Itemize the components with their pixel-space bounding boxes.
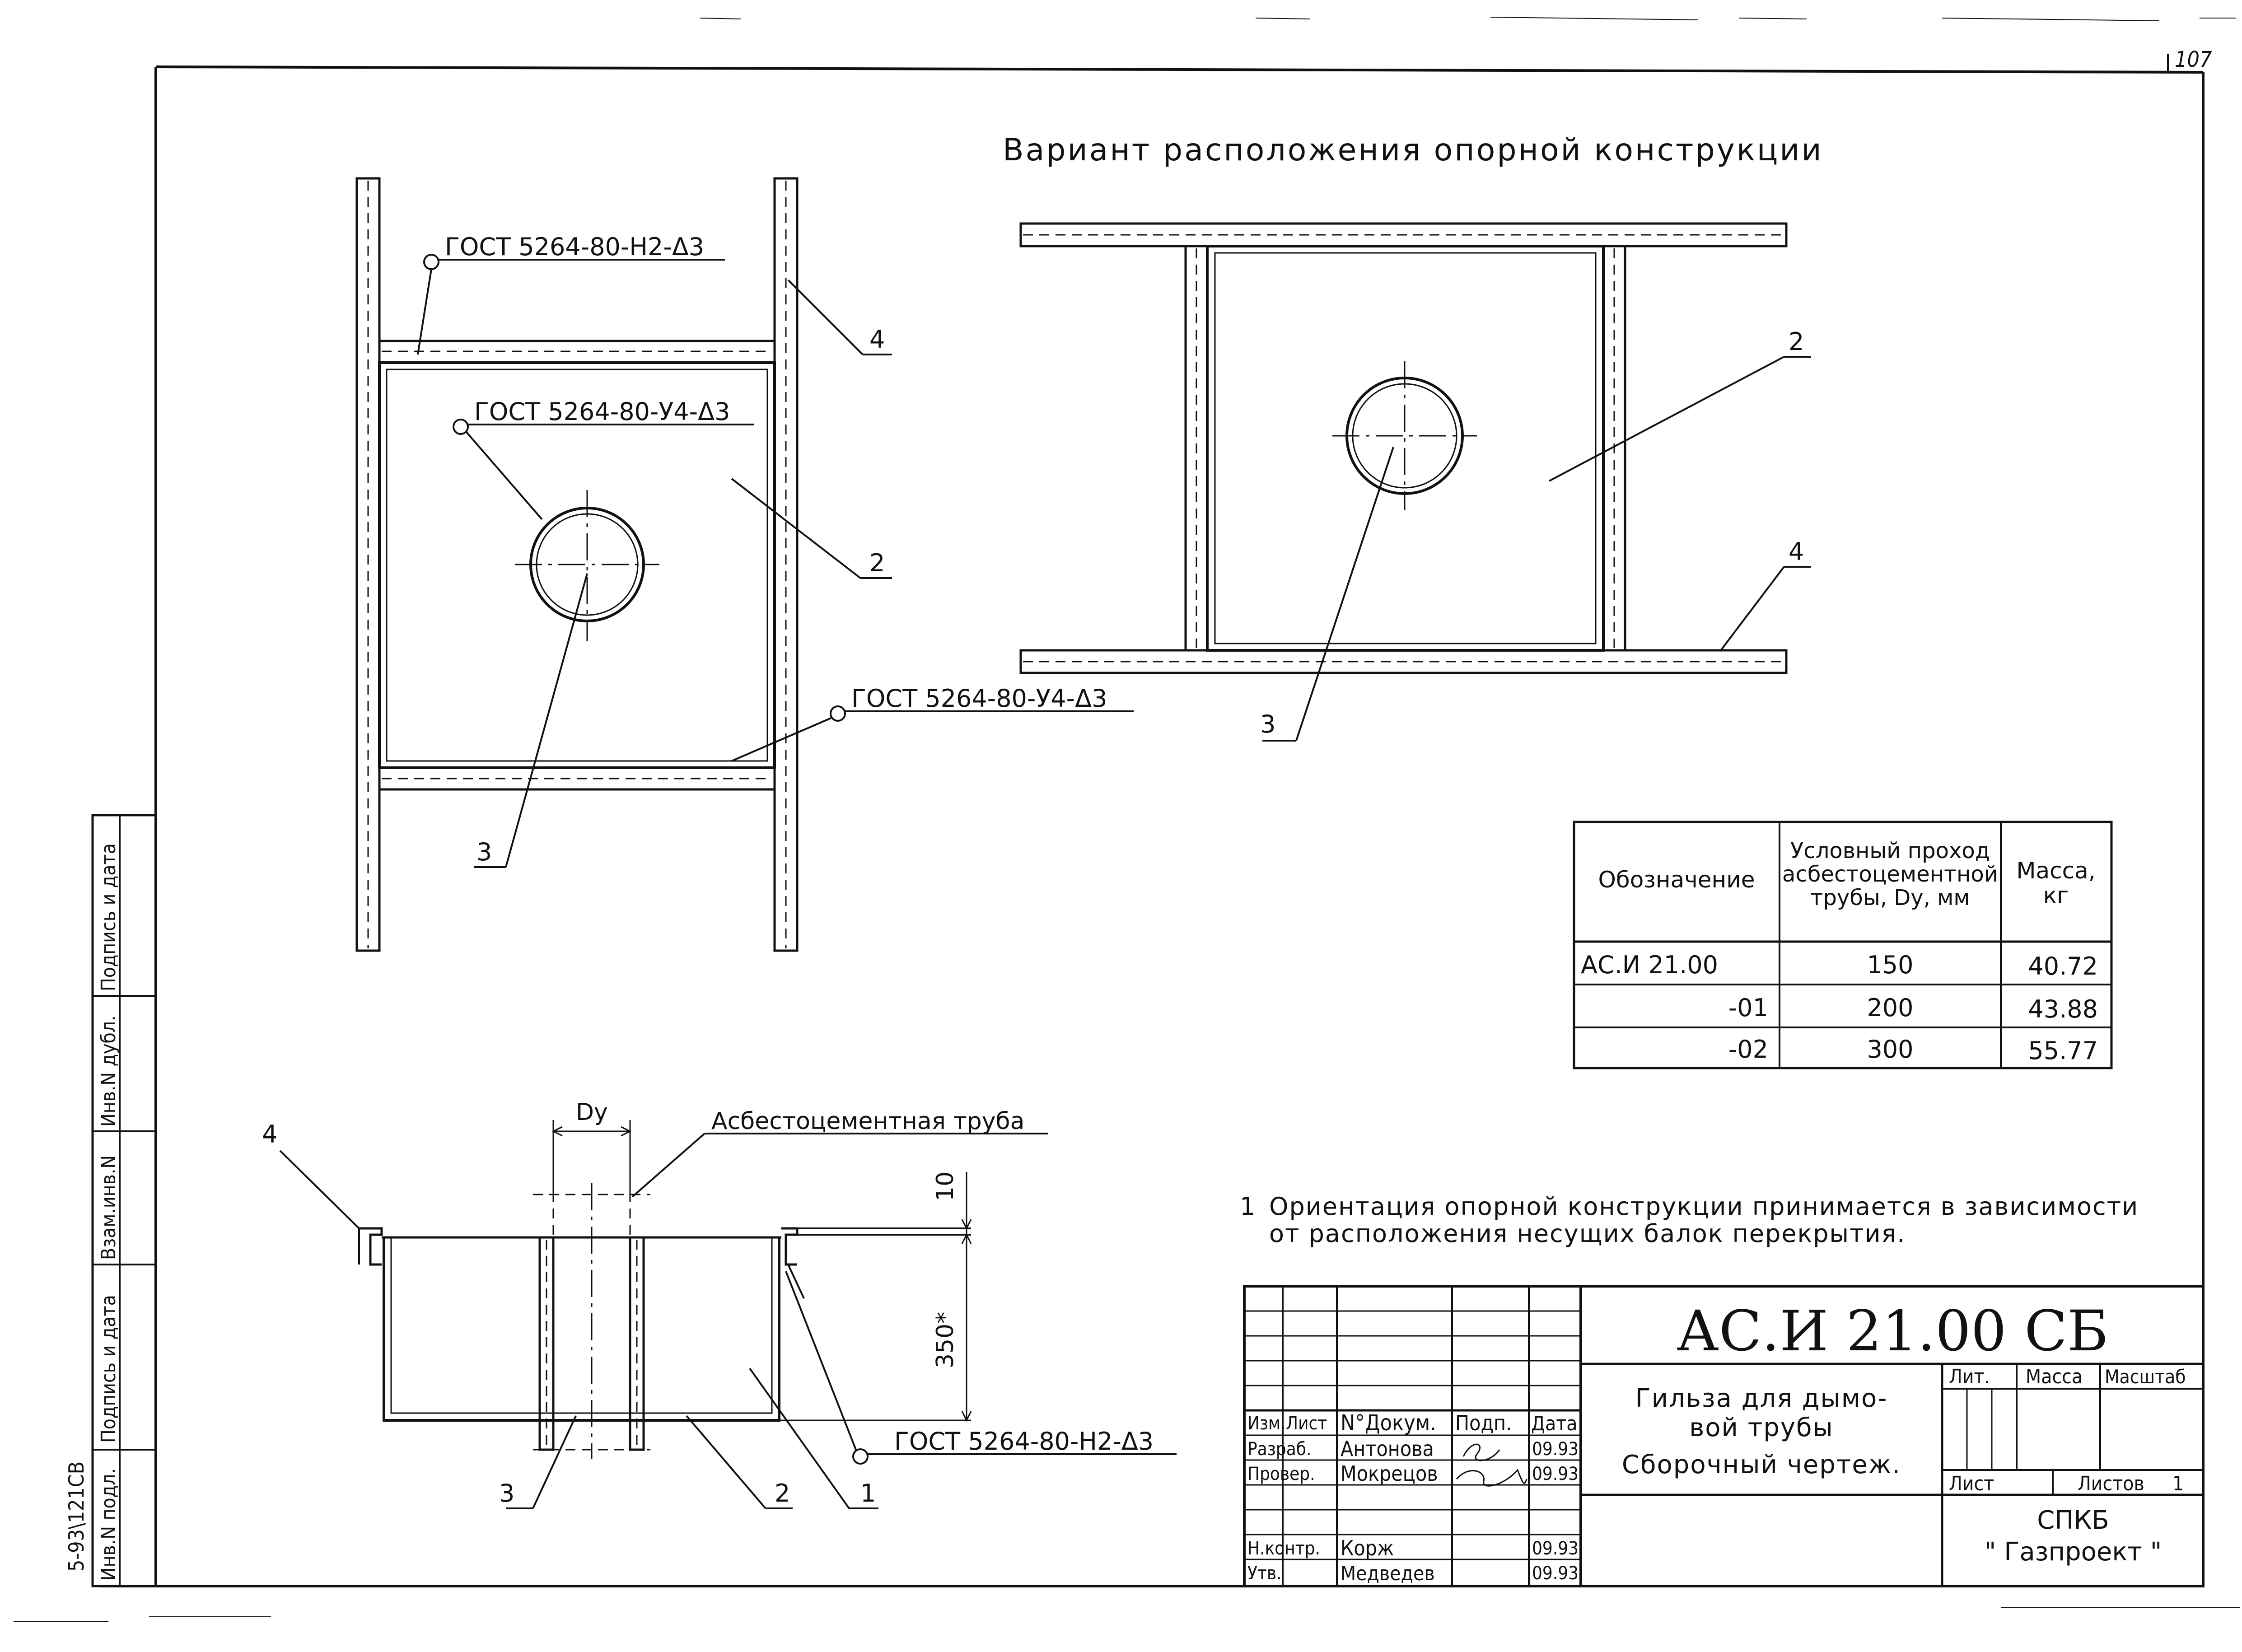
staff-1-role: Провер.: [1247, 1464, 1315, 1484]
row-2-designation: -02: [1728, 1035, 1768, 1064]
th-mass-1: Масса,: [2016, 858, 2095, 884]
callout-weld-low: ГОСТ 5264-80-У4-Δ3: [851, 684, 1107, 713]
title-block: [1243, 1285, 2205, 1587]
staff-3-role: Утв.: [1247, 1563, 1282, 1584]
dim-350: 350*: [932, 1312, 959, 1368]
staff-1-name: Мокрецов: [1341, 1461, 1438, 1486]
doc-name-3: Сборочный чертеж.: [1622, 1450, 1901, 1479]
pos-2-left: 2: [869, 549, 885, 577]
side-stamp-labels: Инв.N подл. Подпись и дата Взам.инв.N Ин…: [64, 843, 120, 1581]
doc-code: АС.И 21.00 СБ: [1677, 1299, 2108, 1364]
th-bore-3: трубы, Dy, мм: [1810, 885, 1970, 910]
note-number: 1: [1240, 1192, 1255, 1221]
stamp-sign-date-2: Подпись и дата: [97, 843, 120, 991]
th-bore-2: асбестоцементной: [1782, 862, 1998, 887]
staff-2-date: 09.93: [1532, 1538, 1579, 1559]
callout-weld-section: ГОСТ 5264-80-Н2-Δ3: [894, 1427, 1154, 1456]
plan-view-right-labels: 2 4 3: [1260, 327, 1804, 738]
note-line-2: от расположения несущих балок перекрытия…: [1269, 1219, 1906, 1248]
pos-3-section: 3: [499, 1479, 514, 1507]
row-0-mass: 40.72: [2028, 952, 2098, 980]
sheet-label: Лист: [1949, 1472, 1994, 1495]
mass-label: Масса: [2026, 1365, 2083, 1388]
pos-3-left: 3: [476, 838, 492, 866]
row-0-designation: АС.И 21.00: [1581, 951, 1718, 979]
col-list: Лист: [1286, 1413, 1327, 1434]
title-block-text: АС.И 21.00 СБ Гильза для дымо- вой трубы…: [1247, 1299, 2186, 1585]
row-2-mass: 55.77: [2028, 1036, 2098, 1065]
doc-name-1: Гильза для дымо-: [1635, 1384, 1888, 1413]
variants-table-text: Обозначение Условный проход асбестоцемен…: [1581, 838, 2098, 1065]
note-line-1: Ориентация опорной конструкции принимает…: [1269, 1192, 2139, 1221]
section-view: [279, 1120, 1177, 1509]
staff-3-date: 09.93: [1532, 1563, 1579, 1584]
side-stamp: [91, 814, 157, 1587]
scan-artifacts: [14, 17, 2240, 1622]
pipe-label: Асбестоцементная труба: [711, 1108, 1025, 1135]
org-line-1: СПКБ: [2037, 1506, 2109, 1535]
col-izm: Изм.: [1247, 1413, 1286, 1434]
plan-view-left-labels: ГОСТ 5264-80-Н2-Δ3 ГОСТ 5264-80-У4-Δ3 ГО…: [445, 233, 1107, 866]
scale-label: Масштаб: [2105, 1366, 2186, 1388]
staff-3-name: Медведев: [1341, 1562, 1435, 1585]
signatures: [1456, 1443, 1527, 1487]
lit-label: Лит.: [1949, 1365, 1990, 1388]
staff-0-date: 09.93: [1532, 1439, 1579, 1460]
th-mass-2: кг: [2043, 882, 2069, 909]
col-date: Дата: [1531, 1412, 1578, 1435]
page-number: 107: [2175, 47, 2212, 72]
pos-2-right: 2: [1789, 327, 1804, 356]
stamp-vzam: Взам.инв.N: [97, 1155, 120, 1260]
row-0-bore: 150: [1867, 951, 1913, 979]
variants-table: [1573, 821, 2113, 1069]
pos-3-right: 3: [1260, 710, 1275, 738]
stamp-sign-date-1: Подпись и дата: [97, 1295, 120, 1443]
dim-dy: Dy: [576, 1099, 608, 1126]
staff-1-date: 09.93: [1532, 1464, 1579, 1484]
row-1-mass: 43.88: [2028, 995, 2098, 1023]
staff-0-name: Антонова: [1341, 1437, 1434, 1461]
dim-10: 10: [932, 1171, 959, 1201]
col-doc: N°Докум.: [1341, 1410, 1436, 1436]
staff-2-name: Корж: [1341, 1536, 1394, 1560]
stamp-inv-dubl: Инв.N дубл.: [97, 1015, 120, 1127]
sheets-count: 1: [2172, 1472, 2184, 1495]
th-designation: Обозначение: [1598, 867, 1755, 893]
pos-1-section: 1: [860, 1479, 876, 1507]
general-note: 1 Ориентация опорной конструкции принима…: [1240, 1192, 2139, 1248]
org-line-2: " Газпроект ": [1985, 1537, 2162, 1567]
stamp-inv-orig: Инв.N подл.: [97, 1468, 120, 1581]
pos-4-left: 4: [869, 325, 885, 354]
pos-4-section: 4: [262, 1120, 277, 1148]
staff-2-role: Н.контр.: [1247, 1538, 1320, 1559]
sheets-label: Листов: [2078, 1472, 2144, 1495]
plan-view-left: [355, 177, 1134, 952]
view-title: Вариант расположения опорной конструкции: [1003, 132, 1823, 168]
row-1-bore: 200: [1867, 994, 1913, 1022]
col-sign: Подп.: [1455, 1411, 1512, 1435]
callout-weld-top: ГОСТ 5264-80-Н2-Δ3: [445, 233, 704, 261]
pos-2-section: 2: [775, 1479, 790, 1507]
th-bore-1: Условный проход: [1790, 838, 1990, 863]
callout-weld-mid: ГОСТ 5264-80-У4-Δ3: [474, 397, 730, 426]
doc-name-2: вой трубы: [1689, 1413, 1834, 1442]
row-2-bore: 300: [1867, 1035, 1913, 1064]
row-1-designation: -01: [1728, 994, 1768, 1022]
archive-code: 5-93\121СВ: [64, 1461, 89, 1572]
pos-4-right: 4: [1789, 537, 1804, 566]
plan-view-right: [1019, 222, 1811, 742]
section-view-labels: Dy Асбестоцементная труба 10 350* 4 3 2 …: [262, 1099, 1154, 1507]
staff-0-role: Разраб.: [1247, 1439, 1311, 1460]
